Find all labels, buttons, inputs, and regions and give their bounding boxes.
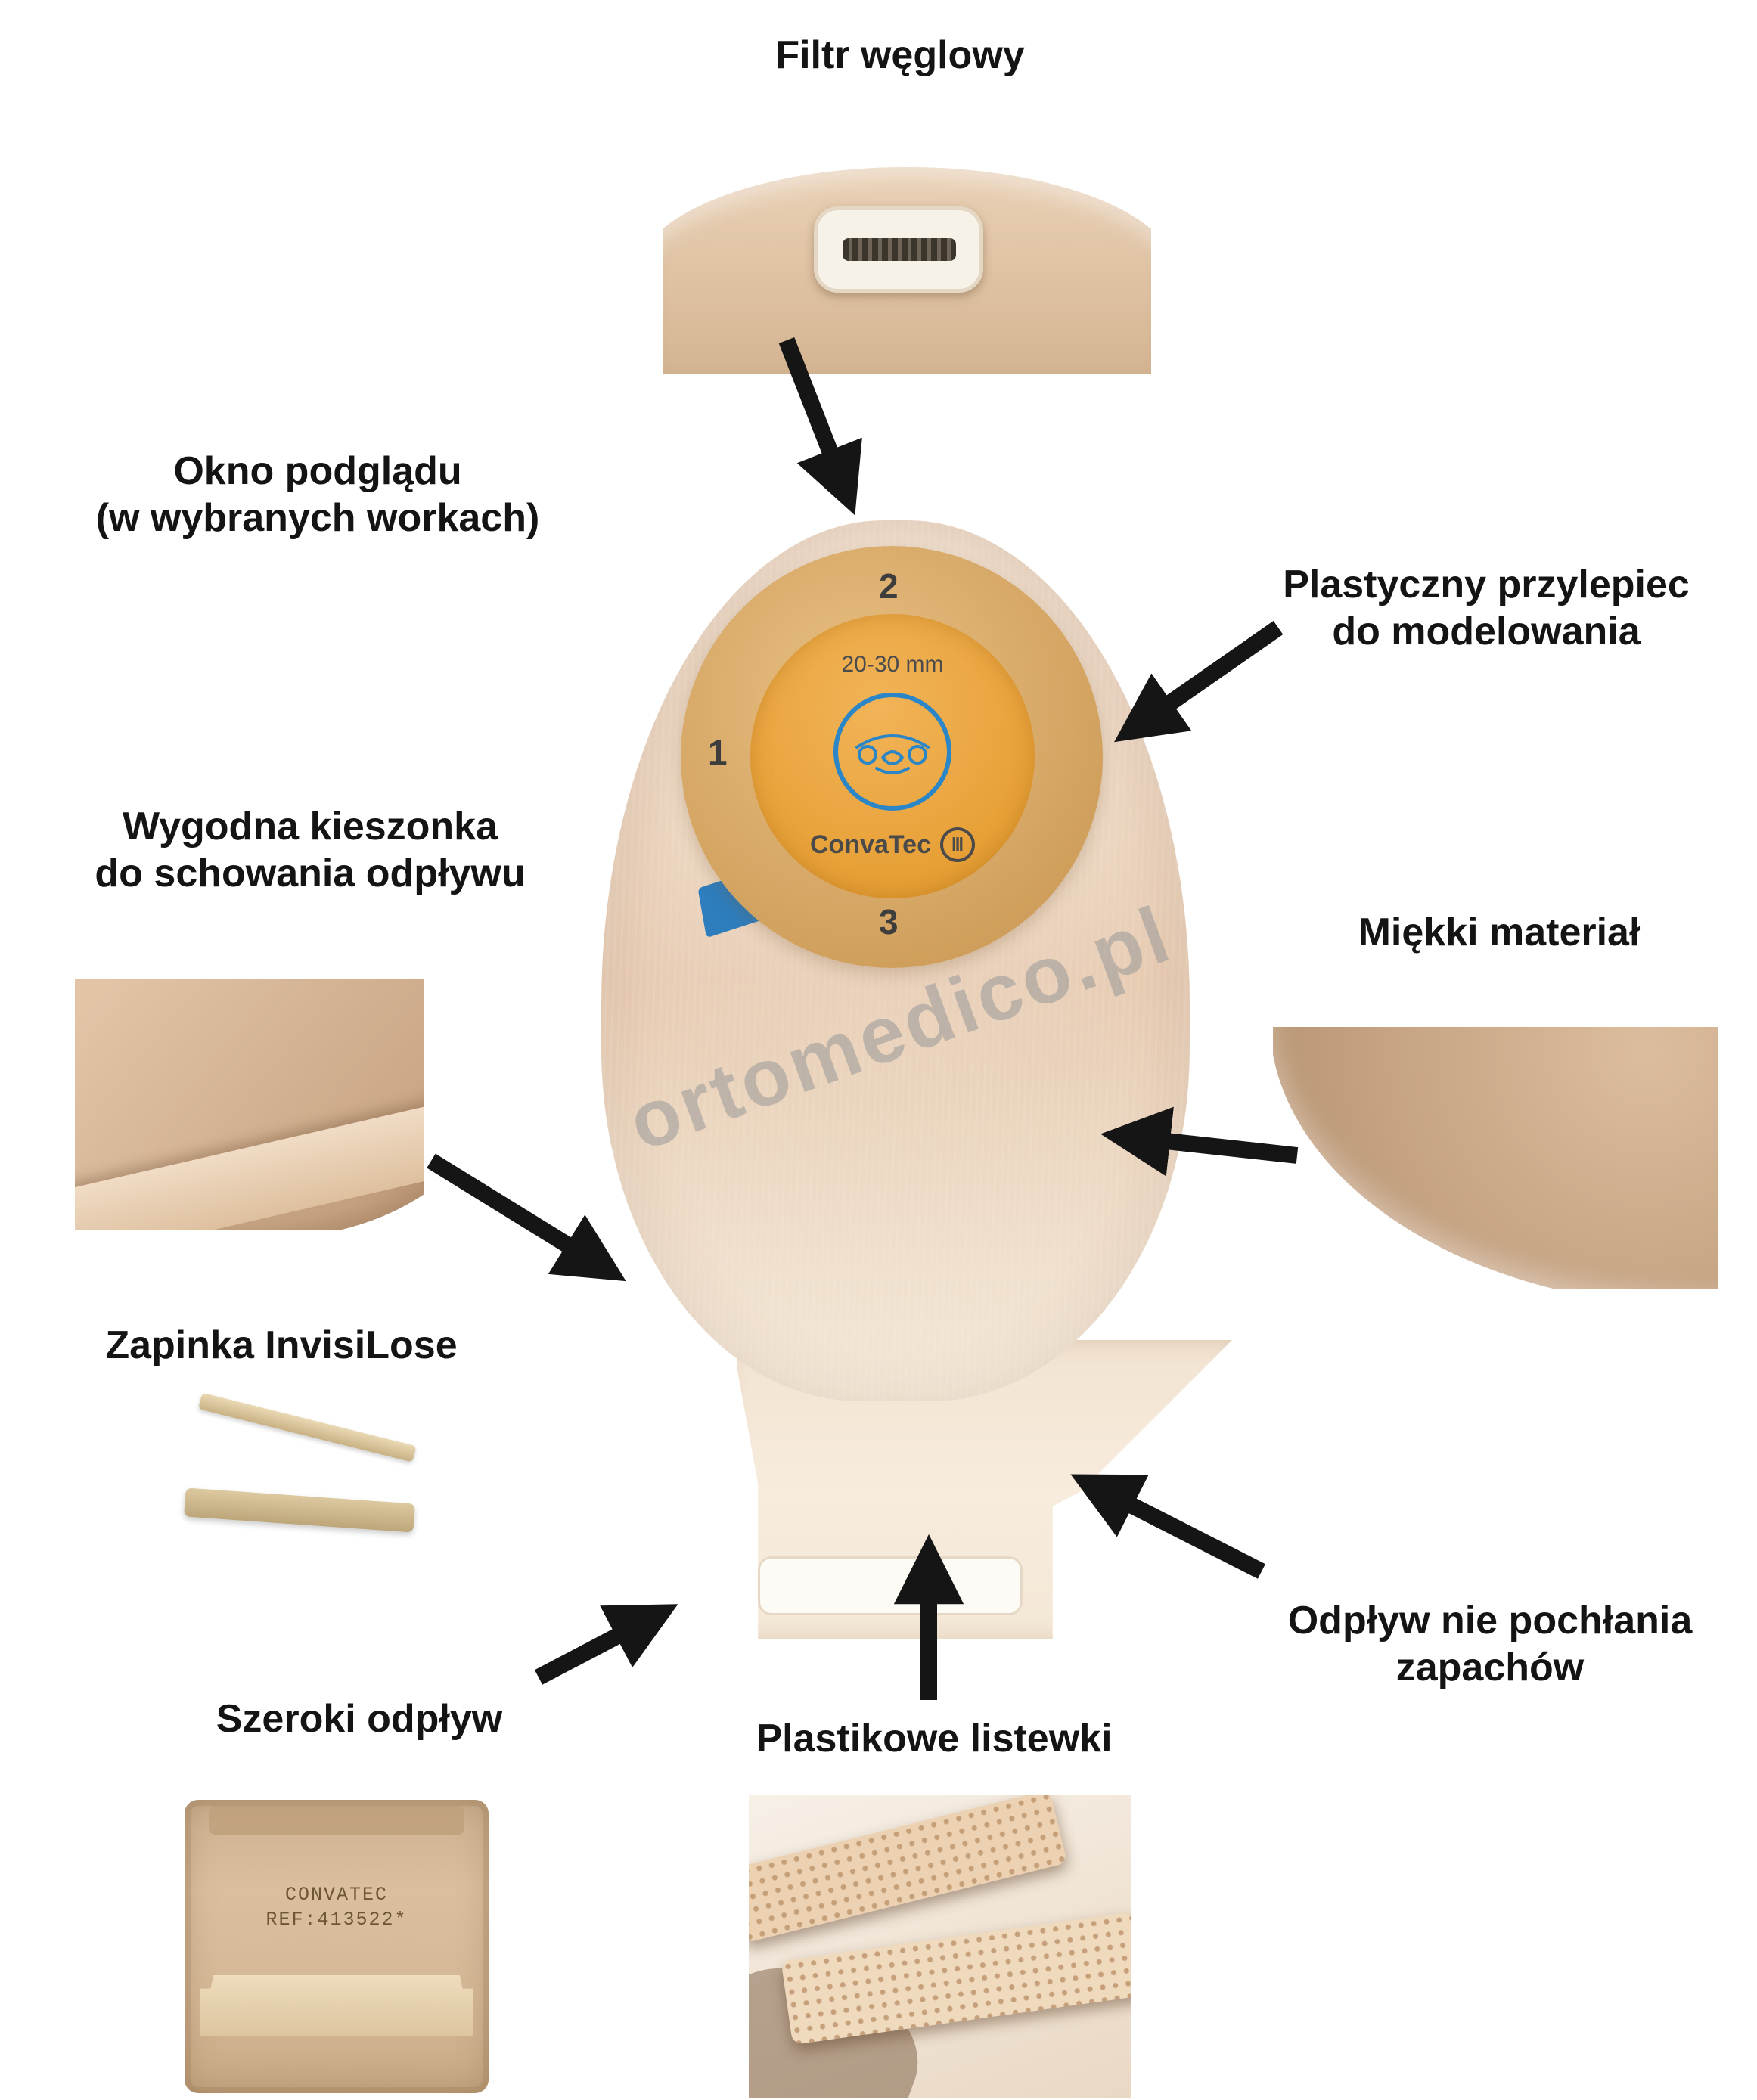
plastic-strip-1 [749,1795,1068,1943]
filter-detail-photo [663,154,1151,374]
material-photo-fabric [1273,1027,1718,1289]
label-soft-material: Miękki materiał [1358,910,1641,954]
stoma-drawing-icon [855,734,930,774]
label-moldable-adhesive: Plastyczny przylepiec do modelowania [1283,563,1690,654]
arrow-odour [1070,1474,1265,1579]
carbon-filter-window [814,206,983,293]
strips-detail-photo [749,1795,1131,2098]
label-odour-proof: Odpływ nie pochłania zapachów [1287,1599,1693,1690]
plastic-strip-2 [781,1911,1131,2046]
pouch-drain-slot [758,1556,1023,1615]
outlet-photo-body [185,1800,489,2093]
label-carbon-filter: Filtr węglowy [775,33,1025,77]
clip-detail-photo [178,1392,428,1559]
baseplate-size-range: 20-30 mm [841,652,944,677]
label-wide-outlet: Szeroki odpływ [216,1697,503,1741]
outlet-photo-top-strip [209,1806,464,1835]
clip-bottom-arm [184,1487,415,1533]
convatec-logo-icon: Ⅲ [939,827,975,862]
pocket-detail-photo [75,979,424,1230]
carbon-filter-slot [843,238,956,261]
baseplate-tab-1: 1 [708,733,728,772]
baseplate-tab-2: 2 [879,566,899,606]
clip-top-arm [198,1392,417,1463]
brand-name: ConvaTec [810,830,931,859]
baseplate-tab-3: 3 [879,902,899,941]
label-invisilose-clip: Zapinka InvisiLose [105,1323,458,1367]
label-plastic-strips: Plastikowe listewki [756,1717,1113,1760]
outlet-detail-photo: CONVATEC REF:413522* [177,1795,496,2098]
outlet-ref-text: CONVATEC REF:413522* [265,1884,408,1931]
label-pocket: Wygodna kieszonka do schowania odpływu [95,805,526,896]
label-viewing-window: Okno podglądu (w wybranych workach) [95,449,540,541]
brand-row: ConvaTec Ⅲ [779,827,1006,862]
arrow-outlet [534,1604,678,1685]
material-detail-photo [1273,1027,1718,1289]
outlet-photo-band [200,1975,473,2036]
stoma-guide-icon [833,693,951,811]
